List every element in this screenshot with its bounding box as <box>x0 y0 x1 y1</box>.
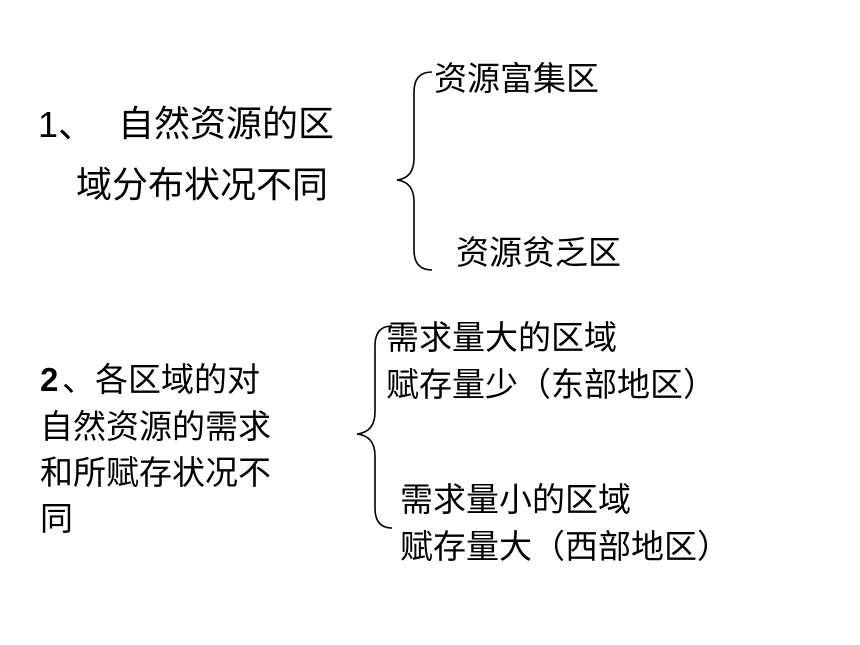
section2-branch-high-demand-line2: 赋存量少（东部地区） <box>386 365 716 404</box>
section2-title-line3: 和所赋存状况不 <box>40 453 271 492</box>
section2-number: 2 <box>40 361 59 398</box>
section1-branch-rich: 资源富集区 <box>434 59 599 98</box>
section2-branch-low-demand-line2: 赋存量大（西部地区） <box>400 527 730 566</box>
section2-title-line1: 、各区域的对 <box>62 360 260 399</box>
section2-branch-low-demand-line1: 需求量小的区域 <box>400 480 631 519</box>
section2-title-line2: 自然资源的需求 <box>40 407 271 446</box>
section1-number: 1、 <box>38 104 95 145</box>
section2-branch-high-demand-line1: 需求量大的区域 <box>386 318 617 357</box>
section2-title-line4: 同 <box>40 499 73 538</box>
section1-title-line2: 域分布状况不同 <box>76 165 329 206</box>
section1-branch-poor: 资源贫乏区 <box>456 233 621 272</box>
section1-title-line1: 自然资源的区 <box>118 104 335 145</box>
